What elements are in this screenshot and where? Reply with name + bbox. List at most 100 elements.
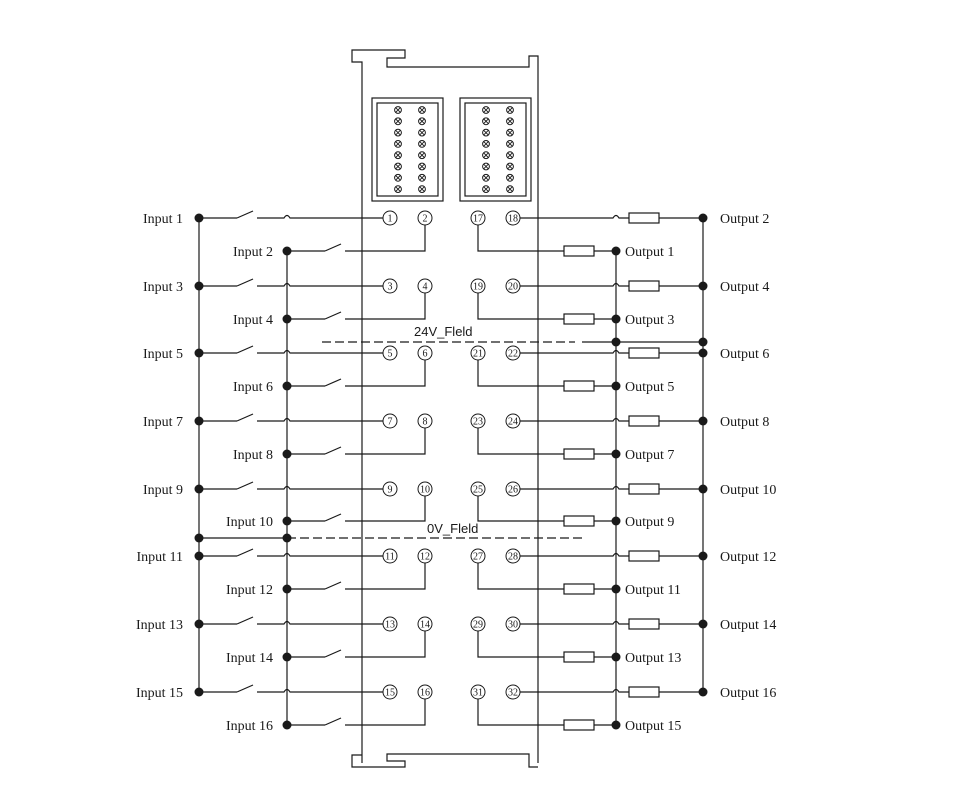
terminal-13: 13 xyxy=(382,616,398,632)
input-wire xyxy=(257,214,383,219)
led-indicator-icon xyxy=(482,151,490,160)
led-indicator-icon xyxy=(418,151,426,160)
terminal-number: 8 xyxy=(423,417,428,428)
terminal-32: 32 xyxy=(505,684,521,700)
terminal-number: 5 xyxy=(388,349,393,360)
io-module-housing xyxy=(351,49,539,768)
load-resistor xyxy=(628,686,660,698)
output-wire xyxy=(477,293,564,320)
led-cross xyxy=(419,118,425,124)
output-label: Output 10 xyxy=(720,483,776,498)
load-resistor xyxy=(563,651,595,663)
terminal-12: 12 xyxy=(417,548,433,564)
led-indicator-icon xyxy=(418,140,426,148)
led-ring xyxy=(394,140,402,148)
output-label: Output 8 xyxy=(720,415,769,430)
led-ring xyxy=(506,117,514,126)
output-label: Output 13 xyxy=(625,651,681,666)
terminal-circle xyxy=(382,616,398,632)
led-cross xyxy=(483,129,489,136)
led-cross xyxy=(483,186,489,192)
led-indicator-icon xyxy=(482,185,490,194)
terminal-number: 7 xyxy=(388,417,393,428)
led-cross xyxy=(483,163,489,170)
terminal-number: 1 xyxy=(388,214,393,225)
terminal-10: 10 xyxy=(417,481,433,497)
led-ring xyxy=(506,140,514,148)
input-wire xyxy=(257,417,383,422)
output-label: Output 5 xyxy=(625,380,674,395)
output-junction-dot xyxy=(611,720,621,730)
bus-0v-junction xyxy=(194,533,204,543)
output-wire xyxy=(520,485,629,490)
output-junction-dot xyxy=(698,619,708,629)
output-wire xyxy=(520,282,629,287)
led-indicator-icon xyxy=(482,173,490,182)
input-label: Input 2 xyxy=(233,245,273,260)
housing-outline-top xyxy=(351,49,539,763)
terminal-4: 4 xyxy=(417,278,433,294)
terminal-circle xyxy=(382,278,398,294)
input-channel: Input 1 1 xyxy=(143,210,398,227)
terminal-15: 15 xyxy=(382,684,398,700)
terminal-circle xyxy=(417,278,433,294)
terminal-number: 15 xyxy=(385,688,395,699)
output-label: Output 1 xyxy=(625,245,674,260)
input-channel: Input 88 xyxy=(233,413,433,463)
terminal-16: 16 xyxy=(417,684,433,700)
input-label: Input 4 xyxy=(233,313,273,328)
led-indicator-icon xyxy=(394,151,402,160)
led-ring xyxy=(482,162,490,171)
led-ring xyxy=(394,173,402,182)
terminal-29: 29 xyxy=(470,616,486,632)
led-cross xyxy=(419,163,425,170)
input-label: Input 1 xyxy=(143,212,183,227)
output-junction-dot xyxy=(698,281,708,291)
led-indicator-icon xyxy=(418,106,426,114)
led-ring xyxy=(394,185,402,194)
led-indicator-icon xyxy=(506,173,514,182)
led-cross xyxy=(507,163,513,170)
load-resistor xyxy=(628,212,660,224)
led-indicator-icon xyxy=(394,140,402,148)
led-block-outer-frame xyxy=(371,97,444,202)
terminal-number: 19 xyxy=(473,282,483,293)
output-junction-dot xyxy=(698,348,708,358)
terminal-circle xyxy=(417,481,433,497)
output-wire xyxy=(477,360,564,387)
terminal-1: 1 xyxy=(382,210,398,226)
output-label: Output 14 xyxy=(720,618,776,633)
switch-blade xyxy=(324,649,342,658)
led-cross xyxy=(395,152,401,158)
input-label: Input 13 xyxy=(136,618,183,633)
power-buses: 24V_Fleld 0V_Fleld xyxy=(194,218,708,725)
output-junction-dot xyxy=(611,246,621,256)
terminal-number: 10 xyxy=(420,485,430,496)
output-junction-dot xyxy=(611,652,621,662)
input-label: Input 10 xyxy=(226,515,273,530)
led-cross xyxy=(395,163,401,170)
switch-blade xyxy=(236,413,254,422)
terminal-number: 25 xyxy=(473,485,483,496)
input-label: Input 12 xyxy=(226,583,273,598)
led-ring xyxy=(394,106,402,114)
terminal-number: 12 xyxy=(420,552,430,563)
led-cross xyxy=(395,118,401,124)
output-wire xyxy=(520,552,629,557)
terminal-circle xyxy=(417,345,433,361)
input-led-block xyxy=(371,97,444,202)
input-label: Input 11 xyxy=(136,550,183,565)
led-indicator-icon xyxy=(482,140,490,148)
switch-blade xyxy=(236,210,254,219)
